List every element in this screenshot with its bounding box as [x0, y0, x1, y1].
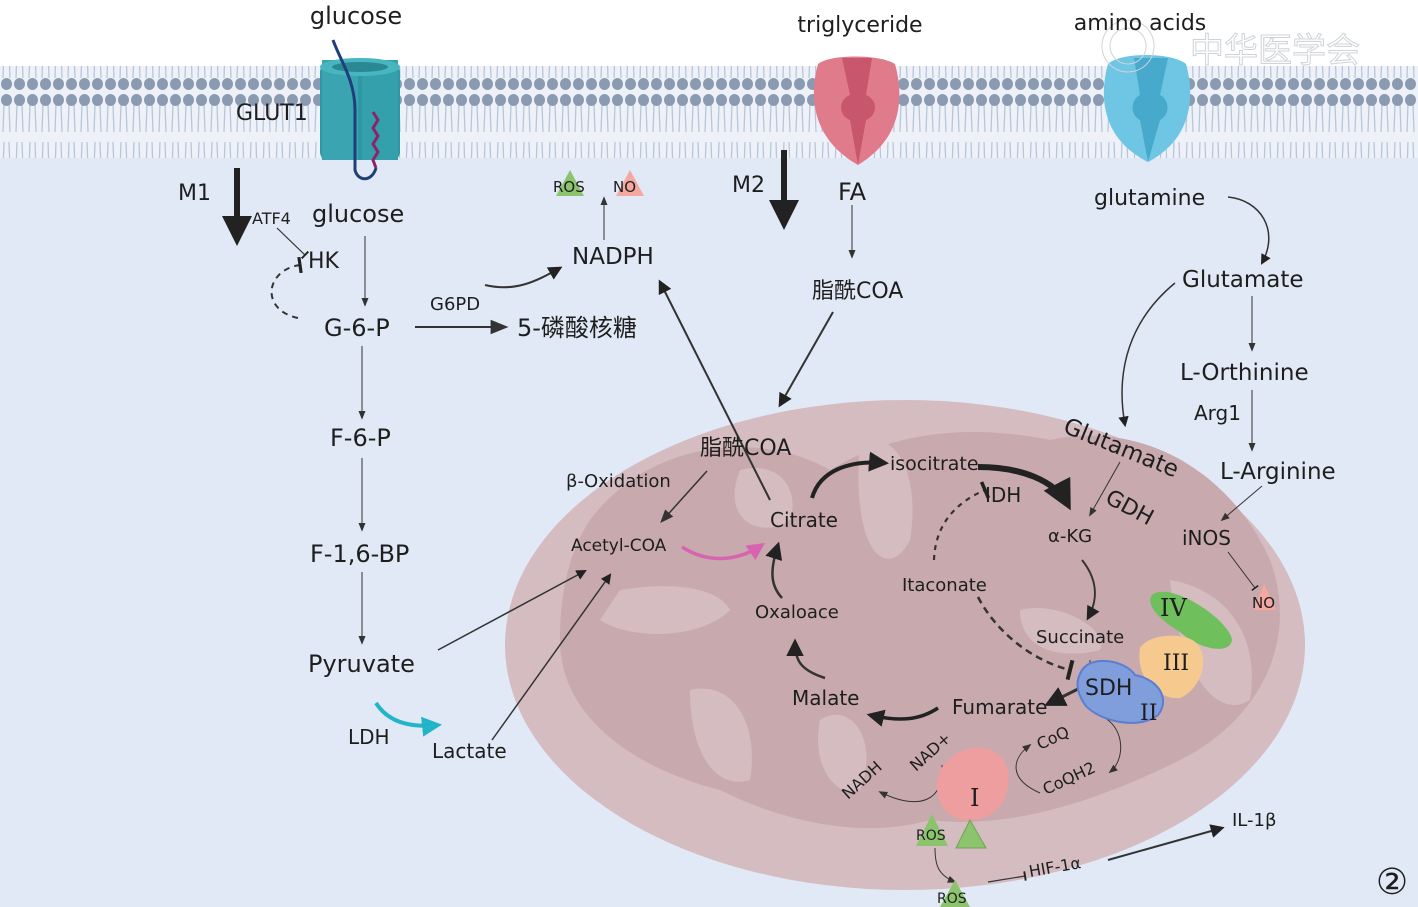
label-triglyceride: triglyceride	[797, 13, 922, 38]
label-inos: iNOS	[1182, 526, 1231, 550]
label-ros-nadph: ROS	[553, 178, 585, 196]
figure-number: ②	[1376, 862, 1408, 903]
label-complex-II: II	[1140, 701, 1157, 726]
label-l-ornithine: L-Orthinine	[1180, 360, 1309, 386]
label-succinate: Succinate	[1036, 627, 1124, 648]
complex-I-icon	[936, 747, 1009, 821]
complex-II-sdh-icon	[1076, 659, 1164, 724]
ros-triangle-mito-icon	[916, 814, 948, 846]
label-fumarate: Fumarate	[952, 695, 1047, 719]
complex-III-icon	[1139, 635, 1204, 699]
label-il1b: IL-1β	[1232, 810, 1276, 831]
label-acyl-coa-cytosol: 脂酰COA	[812, 279, 903, 304]
fatty-acid-transporter-icon	[813, 56, 900, 165]
lipid-bilayer	[0, 66, 1418, 158]
label-alpha-kg: α-KG	[1048, 526, 1092, 547]
label-complex-IV: IV	[1160, 594, 1187, 622]
label-beta-oxidation: β-Oxidation	[566, 471, 671, 492]
ros-triangle-extra-icon	[955, 818, 987, 849]
label-glut1: GLUT1	[236, 101, 308, 126]
watermark-logo-icon	[1101, 19, 1155, 73]
label-acyl-coa-mito: 脂酰COA	[700, 436, 791, 461]
label-ribose-5-phosphate: 5-磷酸核糖	[517, 314, 637, 342]
label-sdh: SDH	[1085, 676, 1132, 701]
label-ldh: LDH	[348, 725, 390, 749]
no-triangle-icon	[616, 170, 644, 196]
label-glutamate-cytosol: Glutamate	[1182, 267, 1304, 293]
label-nadph: NADPH	[572, 244, 654, 270]
pathway-arrows	[222, 150, 1271, 883]
label-l-arginine: L-Arginine	[1220, 459, 1336, 485]
label-hk: HK	[308, 249, 340, 274]
ros-triangle-icon	[556, 170, 584, 196]
label-complex-III: III	[1163, 651, 1189, 676]
label-glucose-extracellular: glucose	[310, 2, 402, 30]
label-lactate: Lactate	[432, 739, 507, 763]
label-g6pd: G6PD	[430, 294, 480, 315]
label-m1: M1	[178, 181, 211, 206]
label-g6p: G-6-P	[324, 314, 390, 342]
label-acetyl-coa: Acetyl-COA	[571, 536, 667, 556]
label-complex-I: I	[970, 784, 979, 812]
label-atf4: ATF4	[252, 209, 291, 228]
label-oxaloacetate: Oxaloace	[755, 602, 839, 623]
label-ros-cyto: ROS	[937, 891, 967, 907]
label-f6p: F-6-P	[330, 424, 391, 452]
complex-IV-icon	[1150, 591, 1232, 649]
label-no-nadph: NO	[613, 178, 636, 196]
label-malate: Malate	[792, 686, 859, 710]
mitochondrion	[505, 400, 1305, 890]
label-amino-acids: amino acids	[1074, 11, 1207, 36]
label-idh: IDH	[985, 483, 1021, 507]
glut1-transporter-icon	[320, 39, 400, 181]
label-itaconate: Itaconate	[902, 575, 987, 596]
label-pyruvate: Pyruvate	[308, 650, 415, 678]
amino-acid-transporter-icon	[1103, 55, 1191, 162]
label-m2: M2	[732, 173, 765, 198]
label-arg1: Arg1	[1194, 401, 1241, 425]
label-glutamine: glutamine	[1094, 186, 1205, 211]
label-glucose-intracellular: glucose	[312, 200, 404, 228]
label-citrate: Citrate	[770, 508, 838, 532]
ros-triangle-cyto-icon	[940, 880, 970, 907]
label-no-inos: NO	[1252, 594, 1275, 612]
label-fa: FA	[838, 178, 867, 206]
no-triangle-mito-icon	[1254, 584, 1276, 610]
label-isocitrate: isocitrate	[890, 453, 979, 475]
label-ros-mito: ROS	[916, 828, 946, 844]
label-f16bp: F-1,6-BP	[310, 540, 409, 568]
watermark-text: 中华医学会	[1190, 31, 1360, 71]
